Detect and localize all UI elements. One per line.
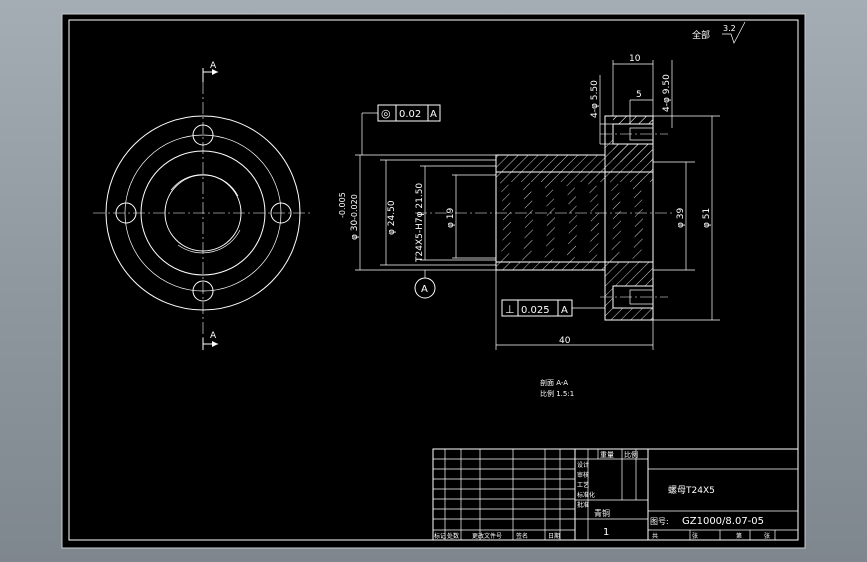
gtol-2-value: 0.025 — [521, 305, 550, 316]
datum-a-marker: A — [414, 270, 436, 299]
tolerance-frame-concentricity: ◎ 0.02 A — [361, 104, 441, 155]
dim-top-width: 10 — [629, 54, 641, 64]
bottom-label-0: 标记 — [434, 532, 446, 540]
dim-dia-30: φ 30 — [350, 219, 360, 240]
section-view: 10 5 4-φ 5.50 4-φ 9.50 φ 30 -0.005 -0.02… — [338, 54, 720, 350]
left-label-4: 批准 — [577, 501, 589, 509]
footer-label-3: 张 — [764, 532, 770, 540]
dim-length-40: 40 — [559, 336, 571, 346]
section-note-line1: 剖面 A-A — [540, 378, 568, 387]
footer-label-0: 共 — [652, 532, 658, 540]
thread-teeth — [496, 172, 653, 270]
bolt-hole-bottom — [192, 280, 214, 302]
dim-hole-small: 4-φ 5.50 — [590, 80, 600, 118]
dim-dia-2450: φ 24.50 — [387, 200, 397, 235]
datum-a-label: A — [421, 284, 428, 295]
dim-tol-upper: -0.005 — [338, 192, 347, 218]
roughness-note: 全部 3.2 — [692, 21, 746, 44]
tolerance-frame-perpendicularity: ⊥ 0.025 A — [501, 299, 605, 317]
header-scale: 比例 — [624, 450, 638, 459]
section-note: 剖面 A-A 比例 1.5:1 — [540, 378, 574, 398]
dim-dia-39: φ 39 — [676, 207, 686, 228]
qty-value: 1 — [603, 527, 609, 538]
dim-thread: T24X5-H7φ 21.50 — [415, 183, 425, 263]
dim-tol-lower: -0.020 — [350, 194, 359, 220]
dim-top-inner: 5 — [636, 90, 642, 100]
section-mark-bottom: A — [210, 331, 217, 341]
footer-label-1: 张 — [692, 532, 698, 540]
gtol-1-datum: A — [430, 109, 437, 120]
left-label-0: 设计 — [577, 461, 589, 469]
drawing-no: GZ1000/8.07-05 — [682, 516, 764, 527]
drawing-no-label: 图号: — [650, 517, 669, 526]
dim-dia-51: φ 51 — [702, 208, 712, 228]
material-label: 青铜 — [594, 508, 610, 518]
roughness-value: 3.2 — [723, 24, 736, 33]
part-name: 螺母T24X5 — [668, 485, 715, 496]
left-label-2: 工艺 — [577, 481, 589, 489]
dim-hole-large: 4-φ 9.50 — [662, 74, 672, 112]
title-block: 重量 比例 设计 审核 工艺 标准化 批准 青铜 1 螺母T24X5 图号: G… — [432, 448, 799, 541]
left-label-1: 审核 — [577, 471, 589, 479]
gtol-2-symbol: ⊥ — [505, 303, 515, 316]
header-weight: 重量 — [600, 451, 614, 459]
bolt-hole-right — [270, 202, 292, 224]
left-label-3: 标准化 — [577, 491, 595, 499]
bottom-label-4: 日期 — [548, 532, 560, 540]
bottom-label-1: 处数 — [447, 532, 459, 540]
dim-dia-19: φ 19 — [446, 207, 456, 228]
footer-label-2: 第 — [736, 532, 742, 540]
bottom-label-3: 签名 — [516, 532, 528, 540]
bottom-label-2: 更改文件号 — [472, 532, 502, 540]
gtol-1-symbol: ◎ — [381, 107, 391, 120]
gtol-2-datum: A — [561, 305, 568, 316]
section-mark-top: A — [210, 61, 217, 71]
gtol-1-value: 0.02 — [399, 109, 421, 120]
section-note-line2: 比例 1.5:1 — [540, 389, 574, 398]
roughness-label: 全部 — [692, 29, 710, 41]
front-view: A A — [93, 61, 313, 350]
